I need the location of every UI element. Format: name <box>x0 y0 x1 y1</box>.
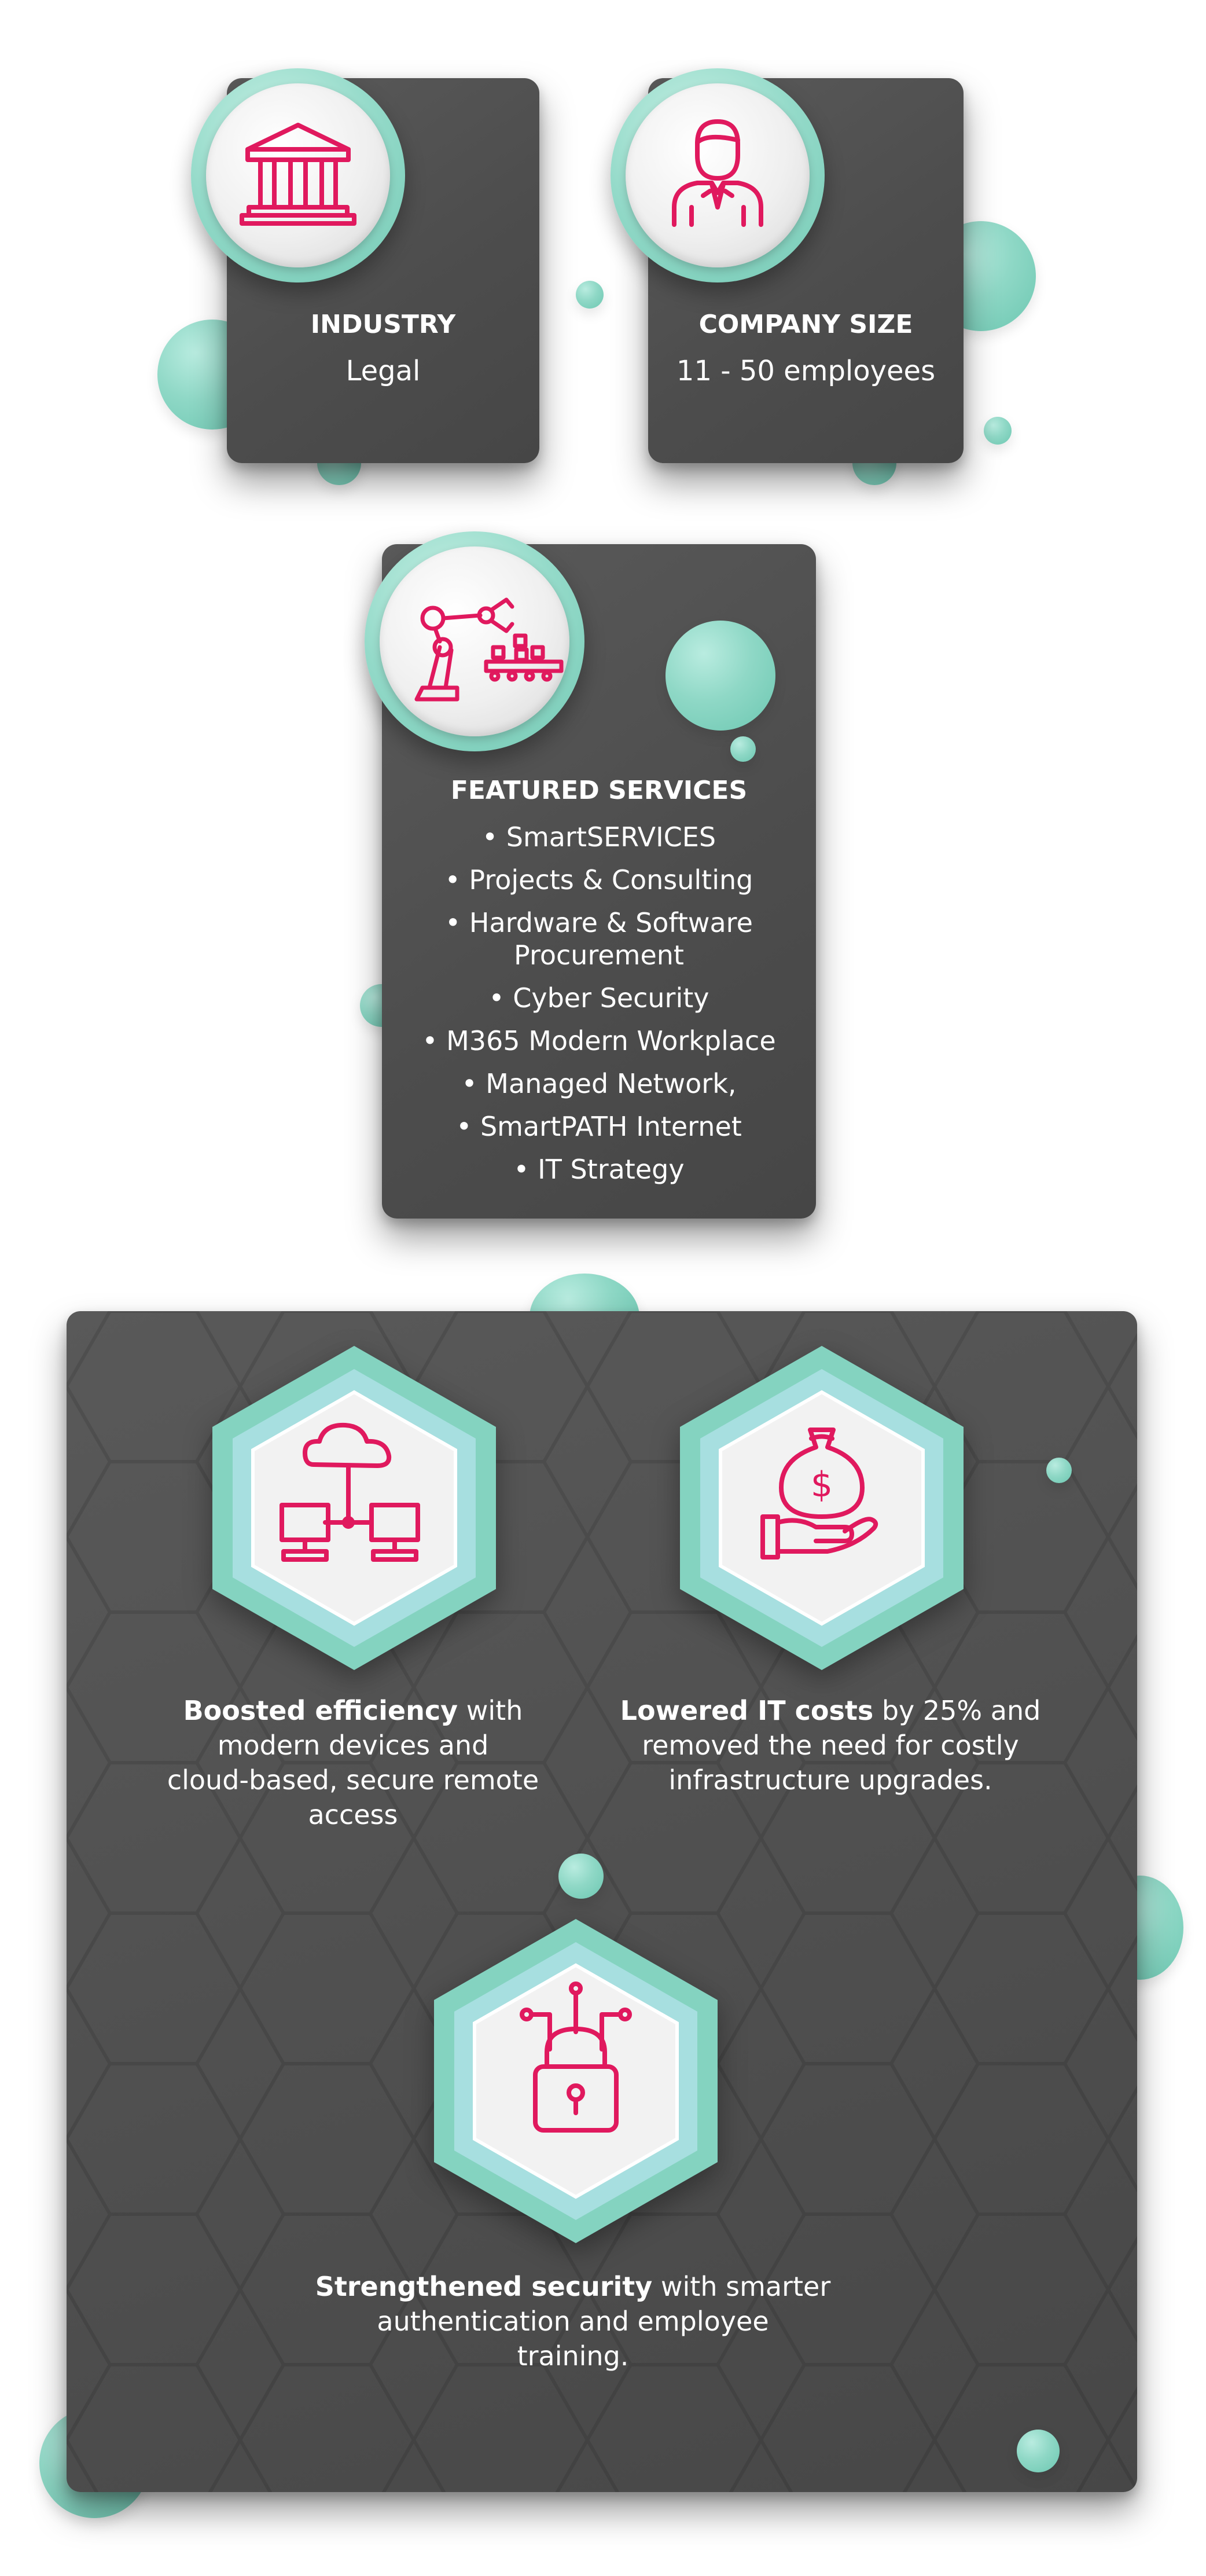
benefit-costs-text: Lowered IT costs by 25% and removed the … <box>620 1695 1041 1796</box>
security-icon-badge <box>431 1916 720 2246</box>
decor-bubble <box>730 736 756 762</box>
industry-value: Legal <box>345 355 421 387</box>
money-bag-hand-icon: $ <box>760 1428 878 1559</box>
padlock-circuit-icon <box>520 1981 632 2133</box>
industry-icon-badge <box>191 68 405 282</box>
service-item: Procurement <box>514 940 684 971</box>
benefit-efficiency-bold: Boosted efficiency <box>183 1695 458 1726</box>
decor-bubble <box>1017 2430 1060 2472</box>
decor-bubble <box>558 1854 604 1899</box>
svg-text:$: $ <box>811 1465 833 1505</box>
featured-services-icon-badge <box>365 531 584 751</box>
cloud-network-computers-icon <box>280 1422 420 1562</box>
company-size-heading: COMPANY SIZE <box>698 310 913 339</box>
decor-bubble <box>1046 1458 1072 1483</box>
service-item: • M365 Modern Workplace <box>422 1025 776 1056</box>
industry-heading: INDUSTRY <box>310 310 456 339</box>
service-item: • Managed Network, <box>461 1068 737 1099</box>
service-item: • Projects & Consulting <box>444 864 753 896</box>
featured-services-heading: FEATURED SERVICES <box>450 776 748 805</box>
efficiency-icon-badge <box>209 1343 499 1673</box>
costs-icon-badge: $ <box>677 1343 966 1673</box>
courthouse-icon <box>240 123 356 226</box>
service-item: • Cyber Security <box>488 982 709 1014</box>
robot-arm-conveyor-icon <box>414 597 564 702</box>
service-item: • Hardware & Software <box>445 907 753 938</box>
decor-bubble <box>665 621 775 731</box>
decor-bubble <box>576 281 604 309</box>
benefit-security-text: Strengthened security with smarter authe… <box>315 2271 831 2372</box>
company-size-icon-badge <box>611 68 825 282</box>
service-item: • SmartSERVICES <box>481 821 716 853</box>
decor-bubble <box>984 417 1012 445</box>
benefit-costs-bold: Lowered IT costs <box>620 1695 874 1726</box>
benefit-efficiency-text: Boosted efficiency with modern devices a… <box>167 1695 539 1830</box>
benefit-security-bold: Strengthened security <box>315 2271 653 2302</box>
businessman-icon <box>672 119 763 227</box>
company-size-value: 11 - 50 employees <box>676 355 936 387</box>
services-list: • SmartSERVICES • Projects & Consulting … <box>382 821 816 1196</box>
service-item: • SmartPATH Internet <box>456 1111 742 1142</box>
service-item: • IT Strategy <box>513 1154 685 1185</box>
